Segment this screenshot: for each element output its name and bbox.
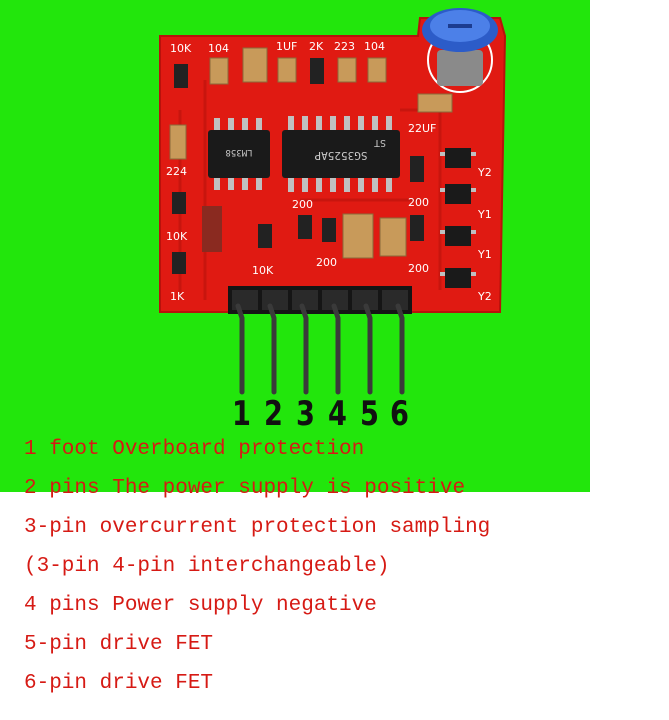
- label-200-c: 200: [408, 196, 429, 209]
- label-1k: 1K: [170, 290, 185, 303]
- pin-number-5: 5: [360, 394, 379, 434]
- pwm-brand: ST: [374, 137, 386, 148]
- note-pin-5: 5-pin drive FET: [24, 633, 214, 656]
- label-200-b: 200: [316, 256, 337, 269]
- label-y1-a: Y1: [477, 208, 492, 221]
- label-2k: 2K: [309, 40, 324, 53]
- ic-op-amp: LM358: [208, 118, 270, 190]
- label-10k-left: 10K: [166, 230, 188, 243]
- note-pin-3-4-interchange: (3-pin 4-pin interchangeable): [24, 555, 390, 578]
- pin-number-6: 6: [390, 394, 409, 434]
- label-104-top: 104: [208, 42, 229, 55]
- note-pin-3: 3-pin overcurrent protection sampling: [24, 516, 491, 539]
- label-y1-b: Y1: [477, 248, 492, 261]
- capacitors: [169, 47, 453, 259]
- pin-number-1: 1: [232, 394, 251, 434]
- label-22uf: 22UF: [408, 122, 436, 135]
- label-1uf: 1UF: [276, 40, 297, 53]
- pin-number-3: 3: [296, 394, 315, 434]
- pwm-marking: SG3525AP: [314, 149, 367, 162]
- label-200-a: 200: [292, 198, 313, 211]
- label-224: 224: [166, 165, 187, 178]
- label-10k-top: 10K: [170, 42, 192, 55]
- pin-header: [228, 286, 412, 314]
- label-10k-bottom: 10K: [252, 264, 274, 277]
- ic-pwm-controller: SG3525AP ST: [282, 116, 400, 192]
- label-y2-bottom: Y2: [477, 290, 492, 303]
- note-pin-6: 6-pin drive FET: [24, 672, 214, 695]
- op-amp-marking: LM358: [225, 147, 252, 157]
- pin-number-2: 2: [264, 394, 283, 434]
- header-pins: [235, 303, 405, 395]
- label-104-right: 104: [364, 40, 385, 53]
- label-200-d: 200: [408, 262, 429, 275]
- note-pin-1: 1 foot Overboard protection: [24, 438, 365, 461]
- transistors: [440, 148, 476, 288]
- label-y2-top: Y2: [477, 166, 492, 179]
- label-223: 223: [334, 40, 355, 53]
- potentiometer: [422, 8, 498, 93]
- resistors: [172, 58, 424, 274]
- silkscreen-labels: 10K 104 1UF 2K 223 104 22UF 224 10K 1K 1…: [166, 40, 492, 303]
- note-pin-4: 4 pins Power supply negative: [24, 594, 377, 617]
- note-pin-2: 2 pins The power supply is positive: [24, 477, 466, 500]
- pin-number-4: 4: [328, 394, 347, 434]
